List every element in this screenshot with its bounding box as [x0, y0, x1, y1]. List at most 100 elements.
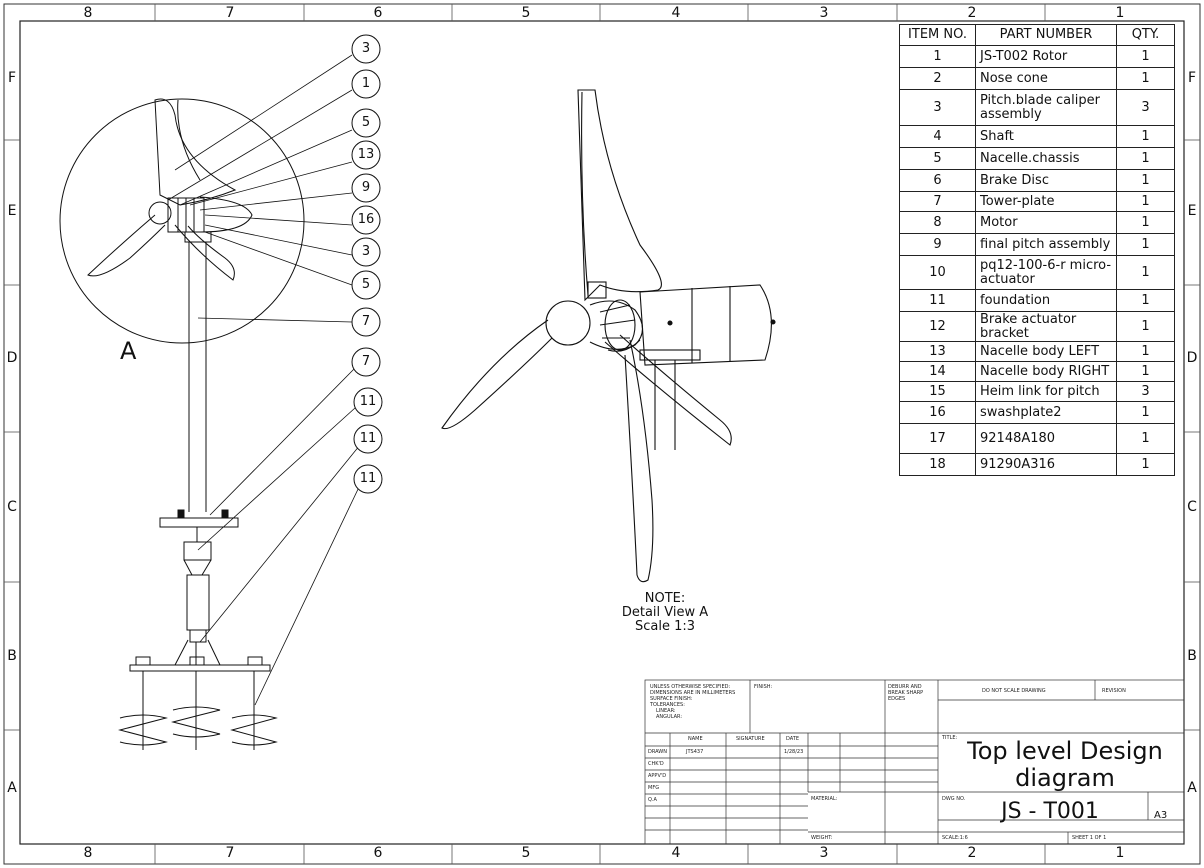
row-label-qa: Q.A [648, 797, 657, 803]
bom-part: 91290A316 [975, 453, 1117, 476]
bom-qty: 1 [1116, 423, 1175, 454]
deburr-line: EDGES [888, 696, 906, 702]
callout-3-b: 3 [361, 244, 371, 259]
zone-col-2-bottom: 2 [967, 845, 977, 861]
deburr-line: BREAK SHARP [888, 690, 924, 696]
bom-part: Nose cone [975, 67, 1117, 90]
col-header-name: NAME [688, 736, 703, 742]
zone-col-8-top: 8 [83, 5, 93, 21]
bom-item: 3 [899, 89, 976, 126]
bom-part: Brake Disc [975, 169, 1117, 192]
bom-part: 92148A180 [975, 423, 1117, 454]
zone-col-2-top: 2 [967, 5, 977, 21]
deburr-note: DEBURR AND BREAK SHARP EDGES [888, 684, 923, 702]
callout-7-b: 7 [361, 354, 371, 369]
spec-note-line: ANGULAR: [656, 714, 683, 720]
zone-row-d-right: D [1186, 350, 1198, 366]
zone-row-c-left: C [7, 499, 17, 515]
bom-part: Nacelle.chassis [975, 147, 1117, 170]
note-title: NOTE: [644, 591, 686, 606]
zone-col-3-bottom: 3 [819, 845, 829, 861]
drawing-number: JS - T001 [1001, 799, 1099, 824]
material-label: MATERIAL: [811, 796, 838, 802]
row-label-approved: APPV'D [648, 773, 667, 779]
bom-part: final pitch assembly [975, 233, 1117, 256]
bom-part: pq12-100-6-r micro-actuator [975, 255, 1117, 290]
zone-row-f-left: F [7, 70, 17, 86]
zone-col-4-top: 4 [671, 5, 681, 21]
bom-part: Heim link for pitch [975, 381, 1117, 402]
zone-row-e-left: E [7, 203, 17, 219]
note-scale: Scale 1:3 [634, 619, 696, 634]
zone-row-f-right: F [1187, 70, 1197, 86]
spec-note-line: UNLESS OTHERWISE SPECIFIED: [650, 684, 731, 690]
bom-header-qty: QTY. [1116, 24, 1175, 46]
callout-5-b: 5 [361, 277, 371, 292]
spec-note-line: DIMENSIONS ARE IN MILLIMETERS [650, 690, 736, 696]
bom-qty: 1 [1116, 255, 1175, 290]
zone-col-1-top: 1 [1115, 5, 1125, 21]
zone-col-1-bottom: 1 [1115, 845, 1125, 861]
bom-part: Pitch.blade caliper assembly [975, 89, 1117, 126]
zone-row-b-left: B [7, 648, 17, 664]
scale-label: SCALE:1:6 [942, 835, 968, 841]
detail-circle-a [59, 98, 305, 344]
drawn-name: JTS437 [686, 749, 704, 755]
tolerance-note: UNLESS OTHERWISE SPECIFIED: DIMENSIONS A… [650, 684, 750, 720]
callout-7-a: 7 [361, 314, 371, 329]
drawing-title: Top level Design diagram [950, 738, 1180, 792]
front-view-drawing [59, 98, 305, 750]
dwg-no-label: DWG NO. [942, 796, 966, 802]
callout-16: 16 [357, 212, 375, 227]
detail-label-a: A [120, 337, 137, 365]
zone-row-a-right: A [1187, 780, 1197, 796]
callout-11-c: 11 [359, 471, 377, 486]
weight-label: WEIGHT: [811, 835, 833, 841]
revision-label: REVISION [1102, 688, 1126, 694]
zone-row-a-left: A [7, 780, 17, 796]
title-label: TITLE: [942, 735, 958, 741]
zone-col-7-bottom: 7 [225, 845, 235, 861]
bom-qty: 1 [1116, 125, 1175, 148]
callout-3-a: 3 [361, 41, 371, 56]
zone-col-3-top: 3 [819, 5, 829, 21]
bom-qty: 1 [1116, 191, 1175, 212]
sheet-size: A3 [1154, 810, 1168, 821]
callout-9: 9 [361, 180, 371, 195]
bom-item: 10 [899, 255, 976, 290]
drawn-date: 1/28/23 [784, 749, 804, 755]
callout-1: 1 [361, 76, 371, 91]
do-not-scale-note: DO NOT SCALE DRAWING [982, 688, 1046, 694]
zone-col-8-bottom: 8 [83, 845, 93, 861]
callout-11-b: 11 [359, 431, 377, 446]
spec-note-line: TOLERANCES: [650, 702, 685, 708]
callout-leaders [167, 34, 383, 706]
bom-item: 18 [899, 453, 976, 476]
row-label-drawn: DRAWN [648, 749, 667, 755]
spec-note-line: SURFACE FINISH: [650, 696, 693, 702]
finish-label: FINISH: [754, 684, 773, 690]
sheet-label: SHEET 1 OF 1 [1072, 835, 1107, 841]
drawing-title-line2: diagram [1015, 764, 1115, 792]
zone-row-c-right: C [1187, 499, 1197, 515]
note-detail-view: Detail View A [621, 605, 709, 620]
zone-col-6-bottom: 6 [373, 845, 383, 861]
row-label-checked: CHK'D [648, 761, 664, 767]
bom-part: Tower-plate [975, 191, 1117, 212]
zone-row-e-right: E [1187, 203, 1197, 219]
deburr-line: DEBURR AND [888, 684, 922, 690]
col-header-date: DATE [786, 736, 800, 742]
